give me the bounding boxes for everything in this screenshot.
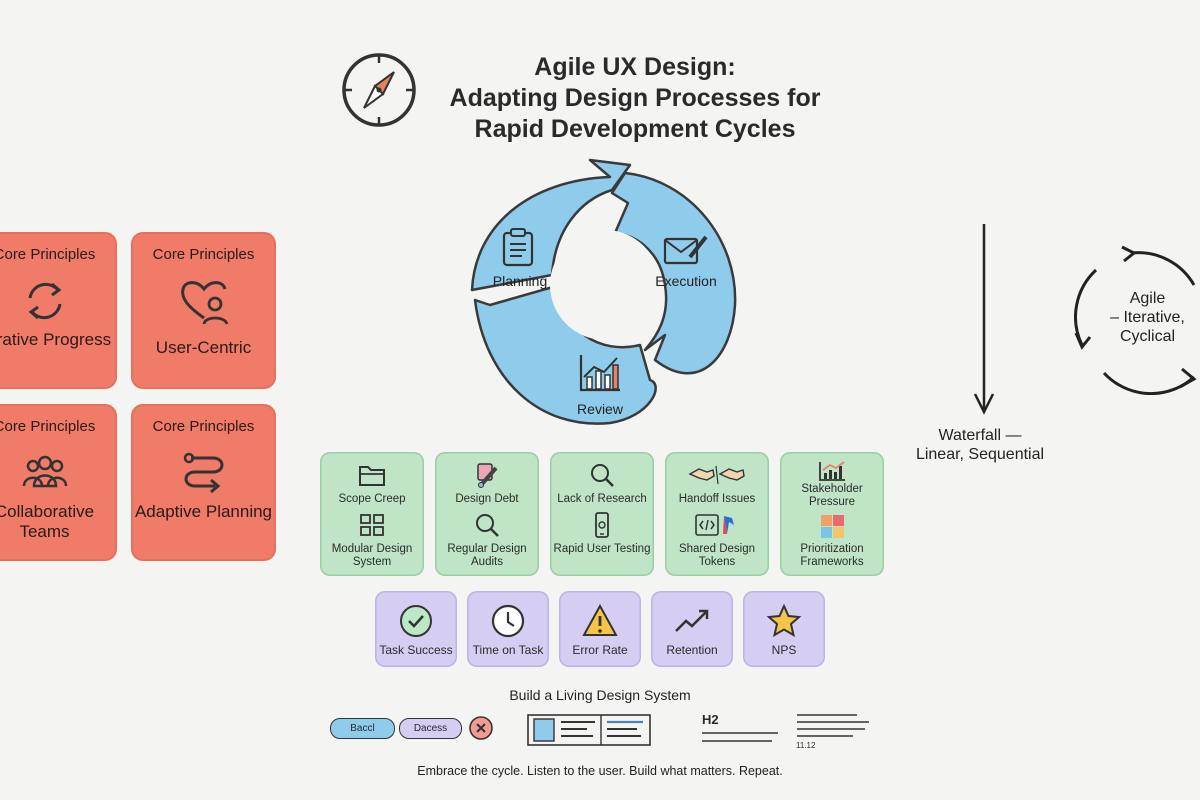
cycle-ring (470, 158, 737, 425)
title-line-3: Rapid Development Cycles (474, 115, 796, 143)
waterfall-label: Waterfall — Linear, Sequential (905, 426, 1055, 464)
sample-primary-button[interactable]: Baccl (330, 718, 395, 739)
metric-label: NPS (771, 643, 797, 657)
challenge-problem: Design Debt (455, 493, 519, 505)
core-principle-heading: Core Principles (152, 418, 255, 435)
agile-label: Agile – Iterative, Cyclical (1095, 289, 1200, 346)
heart-user-icon (180, 281, 228, 325)
challenge-solution: Modular Design System (331, 543, 413, 568)
cycle-planning-label: Planning (492, 273, 548, 289)
challenge-card: Scope Creep Modular Design System (320, 452, 424, 576)
metric-card: NPS (743, 591, 825, 667)
code-icon (695, 514, 734, 536)
waterfall-label-line-2: Linear, Sequential (915, 446, 1045, 463)
core-principle-label: User-Centric (155, 338, 252, 357)
phone-icon (595, 512, 609, 538)
team-icon (22, 455, 67, 488)
challenge-problem: Handoff Issues (678, 493, 756, 505)
footer-tagline: Embrace the cycle. Listen to the user. B… (417, 764, 783, 778)
agile-cycle-arrows-icon (1074, 245, 1197, 395)
challenge-solution: Shared Design Tokens (678, 543, 756, 568)
core-principle-heading: Core Principles (0, 418, 96, 435)
core-principle-label: Adaptive Planning (134, 502, 273, 521)
quadrant-icon (821, 515, 844, 538)
challenge-solution: Regular Design Audits (447, 543, 527, 568)
title-block: Agile UX Design: Adapting Design Process… (335, 48, 835, 148)
star-icon (766, 603, 802, 638)
challenge-problem: Scope Creep (338, 493, 406, 505)
core-principle-heading: Core Principles (0, 246, 96, 263)
core-principle-card: Core Principles User-Centric (131, 232, 276, 389)
waterfall-arrow-icon (973, 224, 995, 415)
metric-label: Error Rate (572, 643, 628, 657)
agile-label-line-1: Agile (1129, 290, 1166, 307)
design-system-title: Build a Living Design System (509, 687, 691, 703)
heading-sample: H2 (702, 712, 719, 727)
metric-label: Time on Task (472, 643, 544, 657)
metric-label: Task Success (379, 643, 453, 657)
agile-cycle: Planning Execution Review (460, 155, 750, 440)
modules-icon (360, 514, 384, 536)
challenge-problem: Lack of Research (557, 493, 647, 505)
search-icon (591, 464, 614, 487)
magnifier-icon (476, 514, 499, 537)
sample-secondary-button-label: Dacess (413, 723, 448, 734)
handshake-icon (688, 465, 745, 485)
sample-card-component (527, 714, 651, 746)
challenge-card: Stakeholder Pressure Prioritization Fram… (780, 452, 884, 576)
challenge-solution: Rapid User Testing (553, 543, 651, 555)
folder-icon (359, 466, 385, 486)
sample-primary-button-label: Baccl (350, 723, 375, 734)
trend-up-icon (675, 609, 709, 632)
core-principle-card: Core Principles Adaptive Planning (131, 404, 276, 561)
metric-card: Time on Task (467, 591, 549, 667)
challenge-card: Lack of Research Rapid User Testing (550, 452, 654, 576)
refresh-icon (28, 282, 61, 320)
waterfall-label-line-1: Waterfall — (938, 427, 1022, 444)
winding-path-icon (183, 452, 223, 494)
challenge-card: Design Debt Regular Design Audits (435, 452, 539, 576)
bar-chart-icon (579, 355, 620, 392)
clipboard-icon (502, 228, 534, 267)
title-line-2: Adapting Design Processes for (449, 84, 821, 112)
core-principle-card: Core Principles Collaborative Teams (0, 404, 117, 561)
body-text-lines (797, 714, 869, 737)
metric-card: Retention (651, 591, 733, 667)
challenge-problem: Stakeholder Pressure (801, 483, 863, 508)
challenge-card: Handoff Issues Shared Design Tokens (665, 452, 769, 576)
pencil-envelope-icon (663, 235, 708, 265)
agile-label-line-3: Cyclical (1119, 328, 1176, 345)
core-principle-label: Collaborative Teams (0, 502, 95, 541)
agile-label-line-2: – Iterative, (1110, 309, 1185, 326)
sample-secondary-button[interactable]: Dacess (399, 718, 462, 739)
metric-card: Task Success (375, 591, 457, 667)
check-circle-icon (400, 605, 432, 637)
metric-label: Retention (666, 643, 718, 657)
compass-icon (342, 53, 416, 127)
core-principle-card: Core Principles Iterative Progress (0, 232, 117, 389)
warning-icon (582, 603, 618, 636)
challenge-solution: Prioritization Frameworks (800, 543, 864, 568)
cycle-review-label: Review (577, 401, 623, 417)
chart-up-icon (819, 461, 845, 481)
metric-card: Error Rate (559, 591, 641, 667)
core-principle-label: Iterative Progress (0, 330, 112, 349)
paint-brush-icon (477, 463, 498, 488)
heading-lines (702, 732, 778, 742)
cycle-execution-label: Execution (655, 273, 717, 289)
small-text-sample: 11.12 (796, 741, 816, 750)
close-icon[interactable] (468, 715, 494, 741)
title-line-1: Agile UX Design: (534, 53, 736, 81)
core-principle-heading: Core Principles (152, 246, 255, 263)
page-title: Agile UX Design: Adapting Design Process… (435, 52, 835, 145)
clock-icon (491, 604, 525, 638)
